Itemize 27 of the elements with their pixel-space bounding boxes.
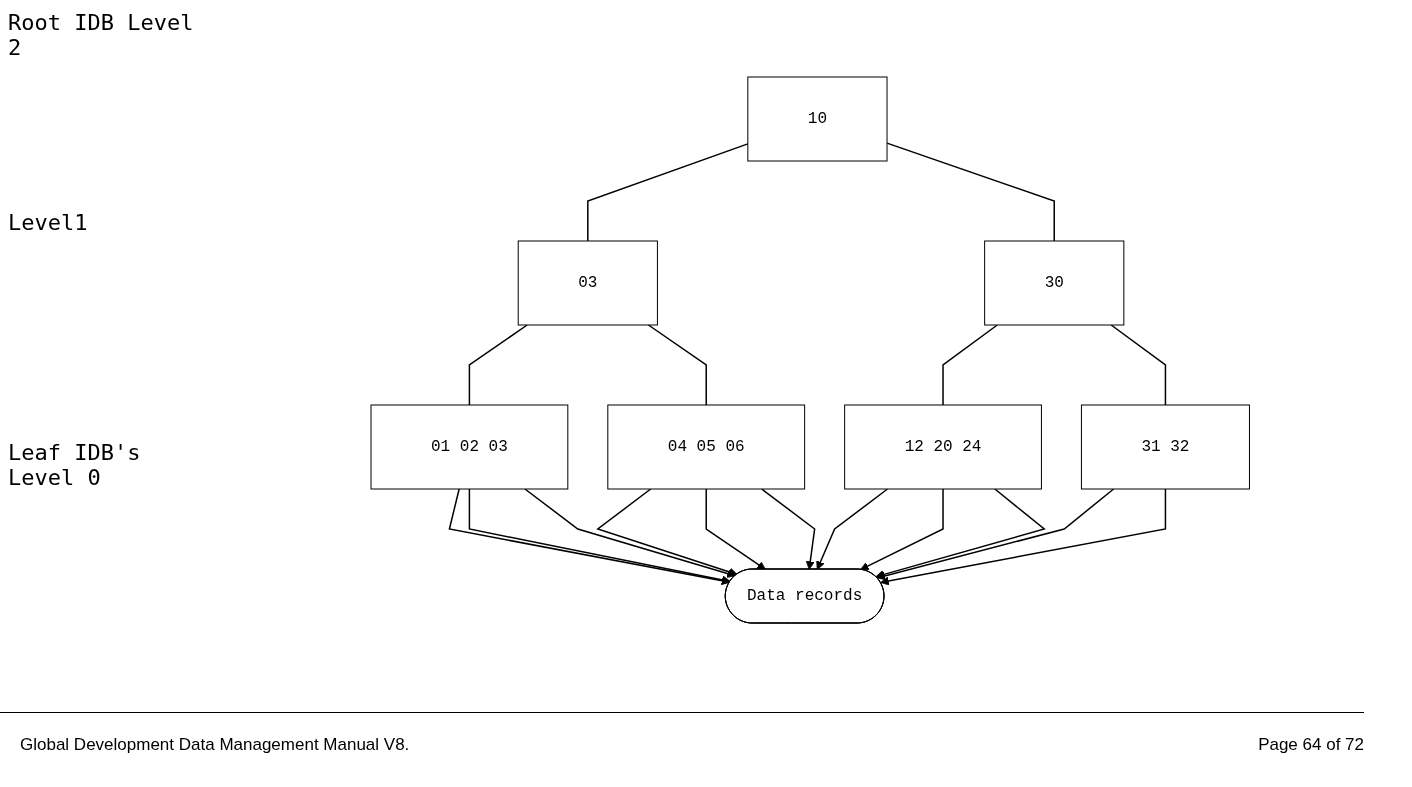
connector <box>942 324 998 406</box>
arrow <box>875 488 1046 579</box>
level-label: Root IDB Level 2 <box>8 10 195 60</box>
connector <box>647 324 707 406</box>
node-box: 30 <box>983 240 1125 326</box>
arrow <box>760 488 816 570</box>
arrow <box>859 488 944 571</box>
connector <box>886 142 1055 242</box>
arrow <box>879 488 1166 586</box>
connector <box>468 324 528 406</box>
node-box: 01 02 03 <box>370 404 569 490</box>
node-box: 12 20 24 <box>843 404 1042 490</box>
arrow <box>705 488 766 570</box>
connector <box>586 143 749 242</box>
arrow <box>816 488 888 570</box>
arrow <box>523 488 736 578</box>
node-box: 31 32 <box>1080 404 1250 490</box>
level-label: Level1 <box>8 210 89 235</box>
node-box: 04 05 06 <box>607 404 805 490</box>
footer-text: Global Development Data Management Manual V8. <box>20 735 410 755</box>
arrow <box>876 488 1115 581</box>
node-box: 03 <box>517 240 658 326</box>
footer-text: Page 64 of 72 <box>1258 735 1364 755</box>
node-box: 10 <box>747 76 888 162</box>
connector <box>1110 324 1166 406</box>
level-label: Leaf IDB's Level 0 <box>8 440 142 490</box>
arrow <box>596 488 738 577</box>
